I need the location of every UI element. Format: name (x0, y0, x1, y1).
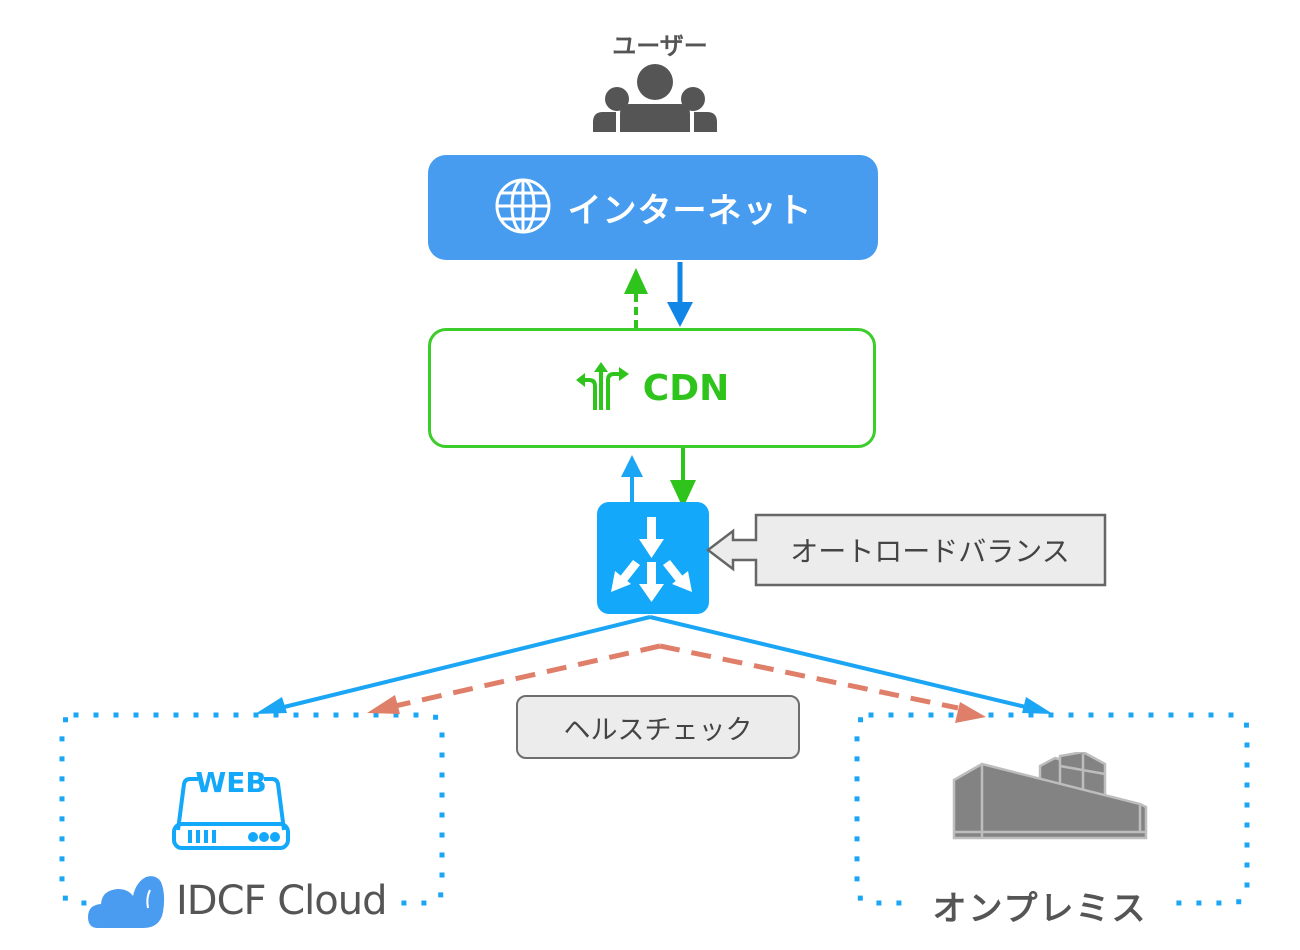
globe-icon (494, 177, 552, 239)
auto-load-balance-callout-shape (705, 513, 1107, 587)
edge-health-check-to-idcf-cloud (367, 643, 661, 714)
users-label: ユーザー (612, 32, 708, 60)
web-server-icon: WEB (170, 762, 292, 852)
health-check-label: ヘルスチェック (516, 695, 800, 759)
edge-load-balancer-to-idcf-cloud (255, 615, 651, 714)
edge-cdn-to-load-balancer (670, 448, 696, 508)
edge-health-check-to-on-premises (659, 643, 986, 723)
internet-node[interactable]: インターネット (428, 155, 878, 260)
building-icon (950, 750, 1156, 842)
users-icon (590, 60, 720, 132)
on-premises-container (854, 712, 1250, 906)
cloud-logo-icon (88, 876, 165, 928)
auto-load-balance-label: オートロードバランス (790, 535, 1070, 568)
idcf-cloud-logo: IDCF Cloud (88, 872, 388, 930)
edge-load-balancer-to-cdn (621, 455, 643, 502)
load-balancer-icon (611, 517, 692, 602)
internet-label: インターネット (567, 191, 813, 231)
edge-internet-to-cdn (667, 262, 693, 327)
idcf-cloud-label: IDCF Cloud (176, 878, 388, 924)
cdn-label: CDN (642, 367, 730, 409)
split-arrows-icon (575, 360, 631, 416)
load-balancer-node[interactable] (597, 502, 709, 614)
web-server-icon-text: WEB (195, 766, 266, 799)
edge-cdn-to-internet (624, 268, 648, 328)
edge-load-balancer-to-on-premises (649, 615, 1053, 714)
cdn-node[interactable]: CDN (428, 328, 876, 448)
on-premises-label: オンプレミス (915, 880, 1165, 930)
